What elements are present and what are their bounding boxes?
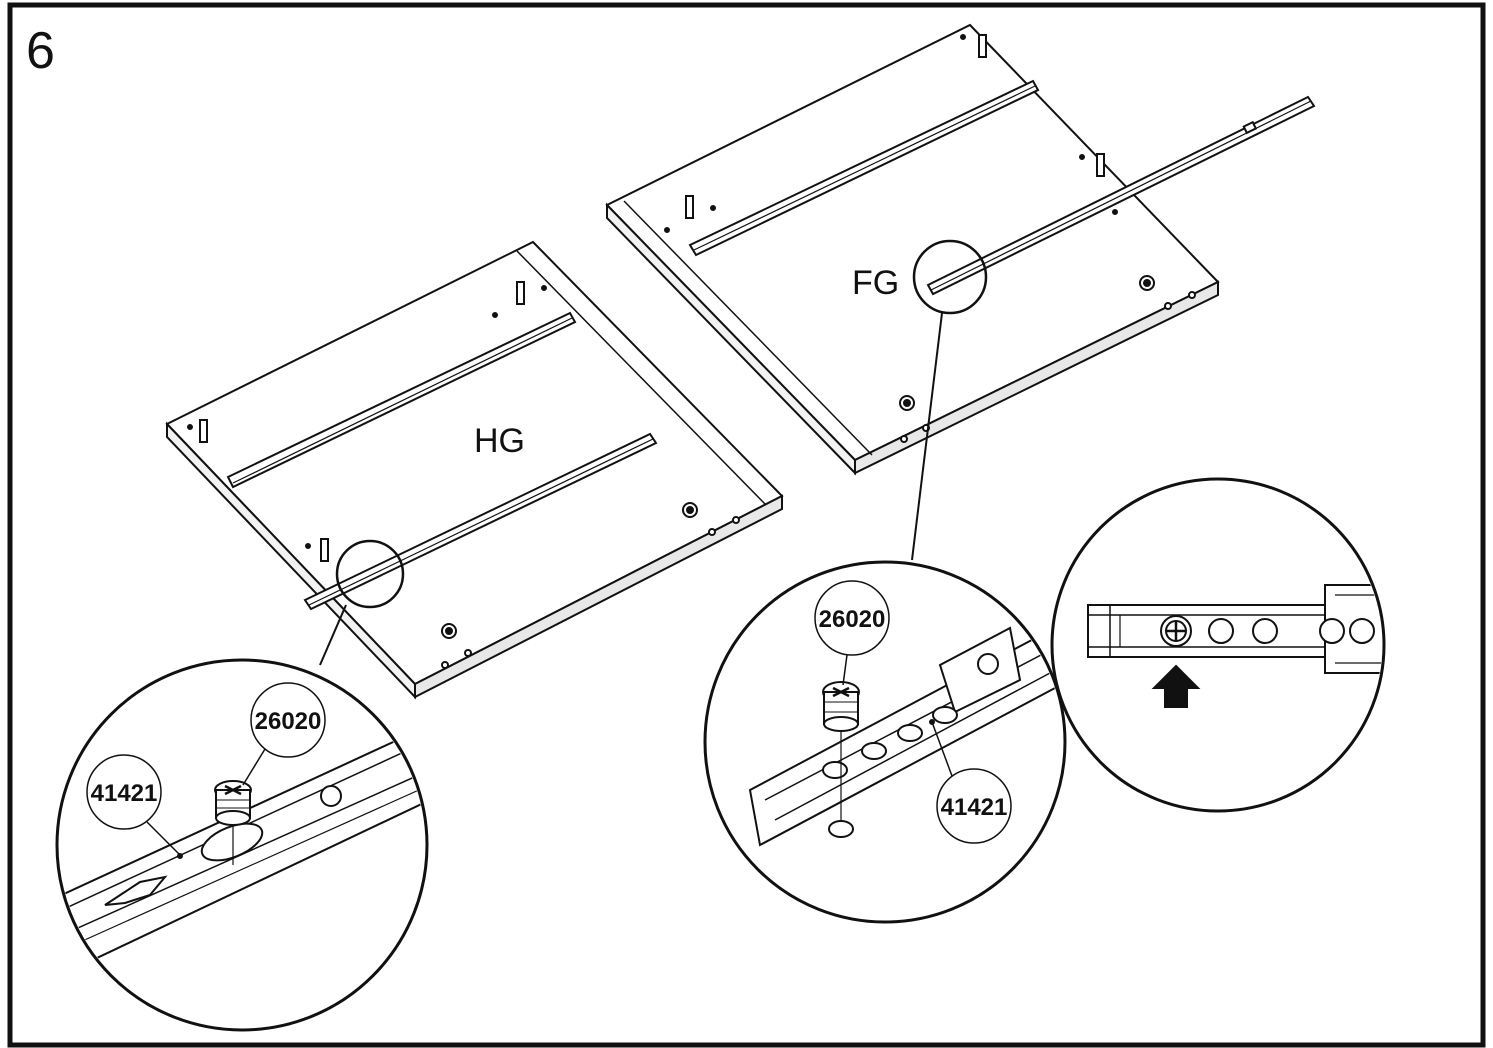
right-screw-callout: 26020 — [819, 606, 886, 633]
right-detail-view — [703, 560, 1067, 924]
step-frame-border — [7, 2, 1486, 1048]
left-detail-view — [55, 658, 429, 1032]
left-screw-callout: 26020 — [255, 708, 322, 735]
arrow-up-icon — [1151, 664, 1201, 708]
fg-panel — [605, 23, 1316, 561]
right-rail-callout: 41421 — [941, 794, 1008, 821]
screw-position-detail — [1050, 477, 1386, 813]
hg-panel-label: HG — [474, 422, 525, 460]
hg-panel — [165, 240, 784, 700]
step-number: 6 — [26, 22, 55, 80]
left-rail-callout: 41421 — [91, 780, 158, 807]
fg-panel-label: FG — [852, 264, 899, 302]
